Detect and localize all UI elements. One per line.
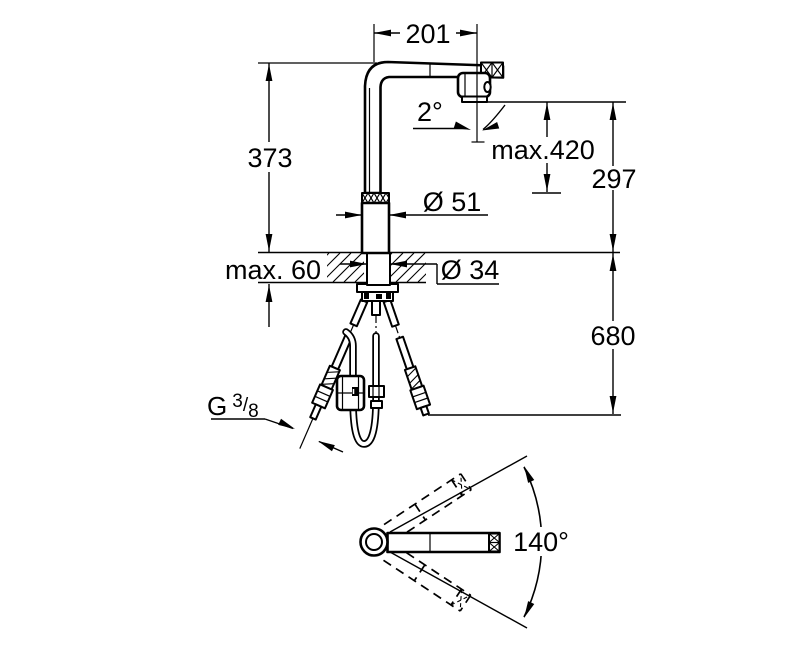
label-height: 373 xyxy=(247,143,292,173)
dim-body-diameter: Ø 51 xyxy=(336,187,488,219)
label-outlet-height: 297 xyxy=(591,164,636,194)
top-view: 140° xyxy=(359,455,571,629)
deck-hatching-left xyxy=(327,253,364,282)
label-max-extension: max.420 xyxy=(491,135,595,165)
spray-head xyxy=(456,71,492,103)
thread-nipple xyxy=(309,403,323,421)
spout-top-view xyxy=(359,527,501,557)
label-swivel-angle: 140° xyxy=(513,527,569,557)
front-view: 201 373 2° max.420 xyxy=(207,19,637,453)
hose-connector xyxy=(368,385,385,398)
label-tilt-angle: 2° xyxy=(417,97,443,127)
mounting-deck xyxy=(258,251,620,284)
label-spout-reach: 201 xyxy=(405,19,450,49)
hose-tail xyxy=(299,418,314,449)
dim-max-deck-thickness: max. 60 xyxy=(225,255,321,327)
swivel-limit-upper xyxy=(389,455,528,533)
dim-spout-reach: 201 xyxy=(373,19,485,143)
spray-button xyxy=(483,81,492,93)
supply-hose-left xyxy=(299,298,369,449)
swivel-dashed-lower xyxy=(383,543,472,612)
label-body-diameter: Ø 51 xyxy=(423,187,482,217)
dim-max-extension: max.420 xyxy=(491,102,595,194)
riser-body xyxy=(360,201,391,255)
spout-tip-top-view xyxy=(488,532,501,553)
deck-hatching-right xyxy=(390,253,426,282)
hose-weight xyxy=(335,374,366,412)
mounting-hardware xyxy=(356,283,399,302)
faucet-outline xyxy=(360,60,505,255)
dim-tilt-angle: 2° xyxy=(413,97,506,134)
swivel-base-inner xyxy=(365,533,383,551)
faucet-shank xyxy=(366,252,391,286)
dim-hose-length: 680 xyxy=(428,253,636,416)
dim-outlet-height: 297 xyxy=(591,102,637,252)
label-max-deck-thickness: max. 60 xyxy=(225,255,321,285)
dim-swivel-angle: 140° xyxy=(512,464,571,620)
spout-bar xyxy=(386,531,501,554)
swivel-ring-hatch xyxy=(361,191,390,205)
swivel-limit-lower xyxy=(389,551,528,629)
swivel-dashed-upper xyxy=(383,473,472,542)
supply-hose-right xyxy=(382,298,432,417)
label-hose-length: 680 xyxy=(590,321,635,351)
label-hole-diameter: Ø 34 xyxy=(441,255,500,285)
dim-height: 373 xyxy=(247,62,377,252)
dim-hole-diameter: Ø 34 xyxy=(340,255,499,285)
